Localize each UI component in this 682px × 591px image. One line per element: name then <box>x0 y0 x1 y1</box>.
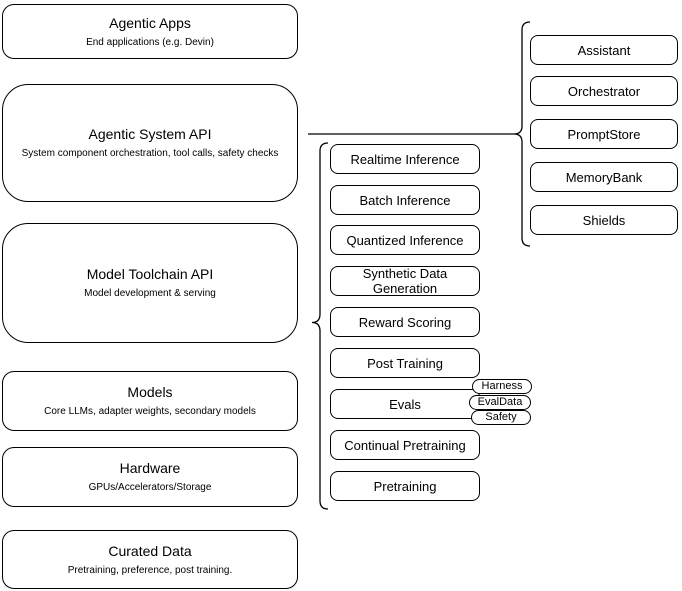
box-label: Synthetic Data Generation <box>362 266 448 296</box>
box-label: MemoryBank <box>565 169 643 185</box>
box-label: Realtime Inference <box>350 151 460 167</box>
layer-title: Agentic System API <box>88 126 212 142</box>
layer-subtitle: Core LLMs, adapter weights, secondary mo… <box>44 406 256 417</box>
box-label: Evals <box>389 396 421 412</box>
toolchain-box-evals: Evals <box>330 389 480 419</box>
pill-label: EvalData <box>477 396 523 408</box>
toolchain-box-synthetic-data-generation: Synthetic Data Generation <box>330 266 480 296</box>
pill-label: Safety <box>485 411 517 423</box>
eval-tag-safety: Safety <box>471 410 531 425</box>
toolchain-box-realtime-inference: Realtime Inference <box>330 144 480 174</box>
brace-toolchain <box>311 142 329 510</box>
eval-tag-evaldata: EvalData <box>469 395 531 410</box>
box-label: Reward Scoring <box>358 314 452 330</box>
layer-subtitle: End applications (e.g. Devin) <box>86 36 214 48</box>
layer-box-hardware: Hardware GPUs/Accelerators/Storage <box>2 447 298 507</box>
layer-box-model-toolchain-api: Model Toolchain API Model development & … <box>2 223 298 343</box>
toolchain-box-quantized-inference: Quantized Inference <box>330 225 480 255</box>
box-label: Post Training <box>367 355 443 371</box>
box-label: Quantized Inference <box>346 232 464 248</box>
layer-box-agentic-apps: Agentic Apps End applications (e.g. Devi… <box>2 4 298 59</box>
layer-box-agentic-system-api: Agentic System API System component orch… <box>2 84 298 202</box>
layer-title: Curated Data <box>108 542 192 559</box>
component-box-orchestrator: Orchestrator <box>530 76 678 106</box>
box-label: PromptStore <box>567 126 641 142</box>
layer-box-models: Models Core LLMs, adapter weights, secon… <box>2 371 298 431</box>
toolchain-box-pretraining: Pretraining <box>330 471 480 501</box>
pill-label: Harness <box>481 380 523 392</box>
eval-tag-harness: Harness <box>472 379 532 394</box>
component-box-memorybank: MemoryBank <box>530 162 678 192</box>
layer-subtitle: GPUs/Accelerators/Storage <box>88 482 212 493</box>
layer-subtitle: Pretraining, preference, post training. <box>67 564 233 576</box>
brace-components <box>513 21 531 247</box>
toolchain-box-continual-pretraining: Continual Pretraining <box>330 430 480 460</box>
box-label: Pretraining <box>373 478 437 494</box>
component-box-assistant: Assistant <box>530 35 678 65</box>
box-label: Orchestrator <box>567 83 641 99</box>
layer-box-curated-data: Curated Data Pretraining, preference, po… <box>2 530 298 589</box>
box-label: Batch Inference <box>359 192 451 208</box>
toolchain-box-reward-scoring: Reward Scoring <box>330 307 480 337</box>
box-label: Continual Pretraining <box>344 437 466 453</box>
box-label: Shields <box>582 212 626 228</box>
box-label: Assistant <box>577 42 631 58</box>
layer-title: Models <box>127 384 173 400</box>
layer-title: Hardware <box>119 460 181 476</box>
toolchain-box-post-training: Post Training <box>330 348 480 378</box>
component-box-shields: Shields <box>530 205 678 235</box>
component-box-promptstore: PromptStore <box>530 119 678 149</box>
toolchain-box-batch-inference: Batch Inference <box>330 185 480 215</box>
layer-subtitle: Model development & serving <box>84 288 216 299</box>
layer-title: Model Toolchain API <box>86 266 214 282</box>
layer-title: Agentic Apps <box>109 14 191 31</box>
layer-subtitle: System component orchestration, tool cal… <box>21 148 279 159</box>
